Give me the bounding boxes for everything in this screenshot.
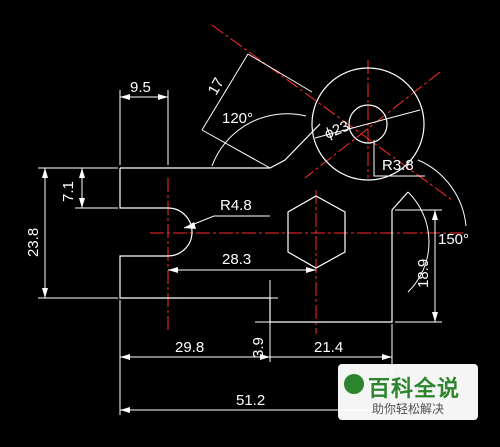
dim-28-3-text: 28.3 <box>222 251 251 268</box>
watermark-title: 百科全说 <box>368 376 461 401</box>
dim-17-ext-top <box>247 53 313 93</box>
dim-21-4-text: 21.4 <box>314 339 343 356</box>
arrow <box>79 198 85 208</box>
dim-7-1-text: 7.1 <box>60 181 77 202</box>
watermark-logo-icon <box>344 374 364 394</box>
arrow <box>382 354 392 360</box>
dim-18-9-text: 18.9 <box>415 259 432 288</box>
hexagon <box>287 195 346 269</box>
arrow <box>42 168 48 178</box>
dim-3-9-text: 3.9 <box>250 337 267 358</box>
arrow <box>432 210 438 220</box>
part-outline <box>119 67 425 323</box>
arrow <box>184 222 196 229</box>
arrow <box>260 354 270 360</box>
arrow <box>158 94 168 100</box>
arrow <box>120 354 130 360</box>
dim-150-text: 150° <box>438 231 469 248</box>
dim-17-line <box>201 53 249 131</box>
dim-r4-8-text: R4.8 <box>220 197 252 214</box>
arrow <box>306 267 316 273</box>
watermark-subtitle: 助你轻松解决 <box>372 402 445 416</box>
dim-17-ext-bottom <box>201 129 271 169</box>
dim-51-2-text: 51.2 <box>236 392 265 409</box>
arrowheads <box>42 94 438 413</box>
dim-17-text: 17 <box>205 75 228 98</box>
arrow <box>168 267 178 273</box>
centerline-diagonal-minor <box>304 71 441 179</box>
dim-29-8-text: 29.8 <box>175 339 204 356</box>
inner-circle <box>348 104 388 144</box>
dim-150-arc-upper <box>417 159 467 227</box>
dim-9-5-text: 9.5 <box>130 79 151 96</box>
arrow <box>432 312 438 322</box>
centerline-diagonal-major <box>211 24 453 201</box>
arrow <box>120 407 130 413</box>
dim-120-arc <box>211 113 307 167</box>
dim-120-text: 120° <box>222 110 253 127</box>
dimension-texts: 9.5 17 120° ϕ23 R3.8 7.1 R4.8 23.8 28.3 … <box>25 75 469 409</box>
watermark-badge: 百科全说 助你轻松解决 <box>338 364 478 420</box>
arrow <box>120 94 130 100</box>
outer-circle <box>311 67 425 181</box>
dim-23-8-text: 23.8 <box>25 228 42 257</box>
dim-phi23-leader <box>314 109 421 139</box>
dim-r3-8-text: R3.8 <box>382 157 414 174</box>
arrow <box>79 168 85 178</box>
dim-r3-8-leader <box>373 140 425 177</box>
arrow <box>42 288 48 298</box>
center-lines <box>150 24 465 334</box>
dim-150-arc <box>407 191 430 293</box>
